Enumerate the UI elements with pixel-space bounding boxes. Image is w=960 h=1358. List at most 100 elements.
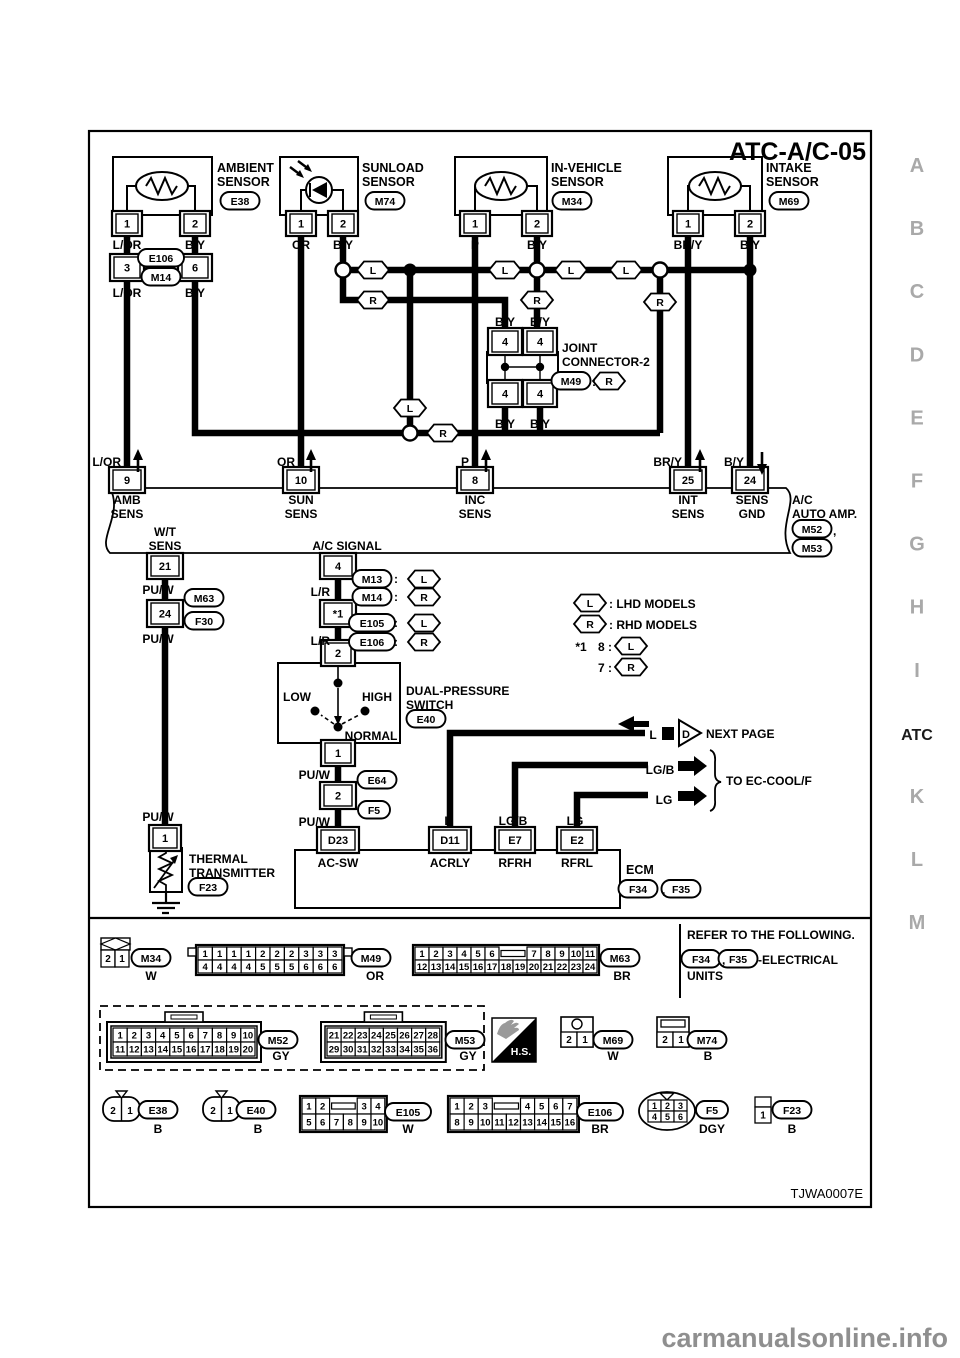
next-page-arrow — [618, 716, 703, 748]
connector-cell-number: 12 — [508, 1117, 519, 1128]
doc-code: TJWA0007E — [791, 1186, 864, 1201]
hex-marker-R — [642, 292, 678, 312]
connector-id: F23 — [199, 882, 217, 894]
connector-cell-number: 1 — [419, 949, 425, 960]
amp-pin-label: SENS — [459, 507, 492, 521]
connector-cell-number: 6 — [678, 1112, 683, 1122]
pin-box — [323, 602, 353, 625]
hex-letter: R — [420, 637, 428, 649]
connector-id: M69 — [779, 196, 800, 208]
pin-box — [738, 213, 762, 234]
connector-tab — [187, 947, 197, 957]
connector-cell — [114, 949, 130, 968]
connector-cell — [673, 1110, 688, 1123]
hex-marker-R — [613, 657, 649, 677]
connector-tab-inner — [170, 1014, 198, 1020]
amp-pin-label: SENS — [111, 507, 144, 521]
up-arrow-icon — [133, 449, 143, 460]
connector-tab-inner — [369, 1014, 397, 1020]
connector-id: E38 — [231, 196, 250, 208]
switch-position: NORMAL — [345, 729, 398, 743]
hex-marker-L — [608, 260, 644, 280]
amp-pin-label: SENS — [149, 539, 182, 553]
splice-circle — [334, 261, 352, 279]
hex-marker-L — [406, 569, 442, 589]
pin-box — [181, 256, 209, 279]
connector-id: E106 — [149, 253, 174, 265]
legend-7: 7 : — [598, 661, 612, 675]
connector-id: E38 — [149, 1105, 168, 1117]
connector-id: M63 — [194, 593, 215, 605]
connector-id: M49 — [561, 376, 582, 388]
connector-cell-number: 24 — [371, 1030, 382, 1041]
connector-id-oval — [592, 1030, 634, 1050]
wire-label: B/Y — [495, 315, 515, 329]
hex-letter: L — [628, 641, 635, 653]
joint-connector-label: CONNECTOR-2 — [562, 355, 650, 369]
pin-box — [323, 784, 353, 807]
connector-cell-number: 6 — [320, 1117, 325, 1128]
wire-label: : — [592, 375, 596, 389]
connector-cell-number: 17 — [487, 962, 498, 973]
connector-id: M74 — [375, 196, 396, 208]
connector-cell — [562, 1113, 578, 1131]
comma: , — [722, 953, 725, 967]
legend-rhd: : RHD MODELS — [609, 618, 697, 632]
connector-id: M34 — [141, 953, 162, 965]
wire-label: OR — [277, 455, 295, 469]
connector-cell-number: 1 — [117, 1030, 123, 1041]
connector-cell-number: 17 — [200, 1044, 211, 1055]
connector-cell-number: 10 — [480, 1117, 491, 1128]
hex-marker-R — [406, 632, 442, 652]
wire-label: LG/B — [499, 814, 528, 828]
rect-key-icon — [660, 1019, 686, 1028]
connector-cell-number: 5 — [539, 1101, 545, 1112]
connector-id-oval — [351, 587, 393, 607]
next-page-label: NEXT PAGE — [706, 727, 774, 741]
hex-marker-L — [572, 593, 608, 613]
connector-cell-number: 2 — [469, 1101, 474, 1112]
connector-key — [500, 949, 526, 958]
pin-box — [526, 382, 554, 405]
pin-number: E7 — [508, 835, 521, 847]
pin-box — [286, 469, 316, 491]
legend-star: *1 — [575, 640, 587, 654]
connector-cell-number: 14 — [157, 1044, 168, 1055]
left-arrow-icon — [618, 716, 634, 732]
sidebar-item-F: F — [911, 471, 923, 493]
connector-cell-number: 3 — [303, 949, 308, 960]
amp-pin-label: AMB — [113, 493, 141, 507]
connector-id-oval — [550, 371, 592, 391]
notch-icon — [658, 1092, 676, 1101]
connector-cell-number: 19 — [228, 1044, 239, 1055]
connector-cell-number: 26 — [399, 1030, 410, 1041]
hex-marker-L — [406, 613, 442, 633]
pin-number: 2 — [335, 648, 341, 660]
connector-cell — [327, 959, 343, 974]
ecm-pin-label: RFRL — [561, 856, 593, 870]
amp-name: A/C — [792, 493, 813, 507]
connector-id-oval — [576, 1102, 624, 1122]
connector-id: E106 — [360, 637, 385, 649]
pin-box — [432, 829, 468, 851]
splice-circle — [651, 261, 669, 279]
connector-cell-number: 1 — [678, 1035, 684, 1046]
connector-cell-number: 2 — [433, 949, 438, 960]
switch-name: SWITCH — [406, 698, 453, 712]
connector-id-oval — [350, 948, 392, 968]
pin-number: 1 — [335, 748, 341, 760]
connector-id-oval — [183, 611, 225, 631]
sensor-name: SENSOR — [217, 175, 270, 189]
connector-id-oval — [617, 879, 659, 899]
sidebar-item-E: E — [910, 407, 923, 429]
wire-label: PU/W — [142, 810, 174, 824]
connector-cell-number: 1 — [127, 1106, 133, 1117]
pin-box — [460, 469, 490, 491]
connector-cell-number: 15 — [459, 962, 470, 973]
legend-8: 8 : — [598, 640, 612, 654]
connector-cell-number: 1 — [582, 1035, 588, 1046]
connector-cell-number: 18 — [501, 962, 512, 973]
pin-box — [324, 642, 352, 664]
wire-label: B — [154, 1122, 163, 1136]
